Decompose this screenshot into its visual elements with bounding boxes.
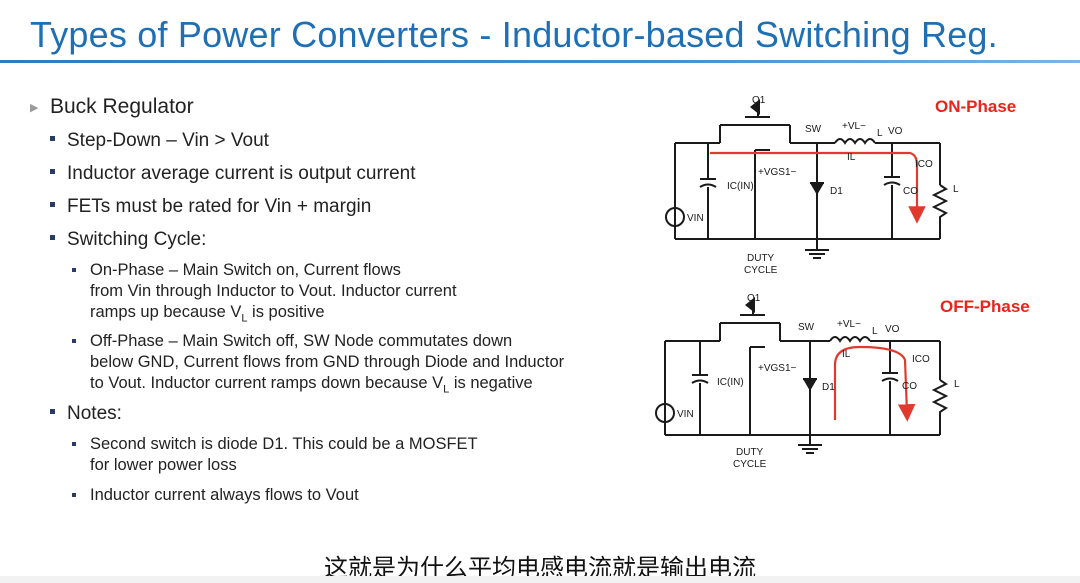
on-current-path-arrow [710, 151, 926, 224]
bottom-bar [0, 576, 1080, 583]
svg-text:VO: VO [888, 126, 903, 137]
off-current-path-arrow [833, 345, 916, 422]
square-bullet-icon [72, 442, 76, 446]
mosfet-q1-icon [750, 99, 760, 115]
buck-circuit-diagrams: ON-Phase [655, 95, 1030, 470]
slide-title: Types of Power Converters - Inductor-bas… [30, 14, 998, 55]
svg-text:VIN: VIN [687, 213, 704, 224]
svg-text:CO: CO [903, 186, 918, 197]
bullet-buck-regulator: ▶Buck Regulator [30, 95, 194, 118]
svg-text:SW: SW [805, 124, 822, 135]
svg-text:CO: CO [902, 381, 917, 392]
bullet-note-inductor: Inductor current always flows to Vout [72, 485, 632, 506]
svg-text:CYCLE: CYCLE [744, 265, 778, 276]
bullet-switching-cycle: Switching Cycle: [50, 229, 206, 251]
svg-text:L: L [953, 184, 959, 195]
square-bullet-icon [50, 235, 55, 241]
svg-text:IC(IN): IC(IN) [717, 377, 744, 388]
off-phase-circuit: OFF-Phase [655, 293, 1030, 470]
svg-text:IC(IN): IC(IN) [727, 181, 754, 192]
svg-text:+VL−: +VL− [842, 121, 866, 132]
svg-text:ICO: ICO [912, 354, 930, 365]
bullet-off-phase: Off-Phase – Main Switch off, SW Node com… [72, 331, 672, 400]
svg-text:DUTY: DUTY [747, 253, 775, 264]
bullet-notes: Notes: [50, 403, 122, 425]
mosfet-q1-icon [745, 297, 755, 313]
svg-text:IL: IL [847, 152, 856, 163]
square-bullet-icon [72, 493, 76, 497]
svg-text:VO: VO [885, 324, 900, 335]
svg-text:DUTY: DUTY [736, 447, 764, 458]
svg-text:D1: D1 [822, 382, 835, 393]
svg-text:VIN: VIN [677, 409, 694, 420]
svg-text:IL: IL [842, 349, 851, 360]
diode-d1-icon [810, 183, 824, 195]
bullet-note-diode: Second switch is diode D1. This could be… [72, 434, 632, 476]
square-bullet-icon [50, 202, 55, 208]
svg-text:L: L [872, 326, 878, 337]
bullet-avg-current: Inductor average current is output curre… [50, 163, 416, 185]
diode-d1-icon [803, 379, 817, 391]
svg-text:Q1: Q1 [752, 95, 766, 106]
square-bullet-icon [50, 409, 55, 415]
square-bullet-icon [50, 169, 55, 175]
svg-text:Q1: Q1 [747, 293, 761, 304]
on-phase-circuit: ON-Phase [665, 95, 1016, 276]
svg-text:L: L [954, 379, 960, 390]
triangle-bullet-icon: ▶ [30, 101, 39, 114]
bullet-step-down: Step-Down – Vin > Vout [50, 130, 269, 152]
svg-text:+VGS1−: +VGS1− [758, 167, 797, 178]
square-bullet-icon [72, 339, 76, 343]
svg-text:ICO: ICO [915, 159, 933, 170]
svg-text:+VL−: +VL− [837, 319, 861, 330]
svg-text:+VGS1−: +VGS1− [758, 363, 797, 374]
svg-text:L: L [877, 128, 883, 139]
square-bullet-icon [72, 268, 76, 272]
on-phase-label: ON-Phase [935, 97, 1016, 116]
bullet-on-phase: On-Phase – Main Switch on, Current flows… [72, 260, 632, 329]
off-phase-label: OFF-Phase [940, 297, 1030, 316]
bullet-fets: FETs must be rated for Vin + margin [50, 196, 371, 218]
title-underline [0, 60, 1080, 63]
svg-text:D1: D1 [830, 186, 843, 197]
square-bullet-icon [50, 136, 55, 142]
svg-text:SW: SW [798, 322, 815, 333]
svg-text:CYCLE: CYCLE [733, 459, 767, 470]
